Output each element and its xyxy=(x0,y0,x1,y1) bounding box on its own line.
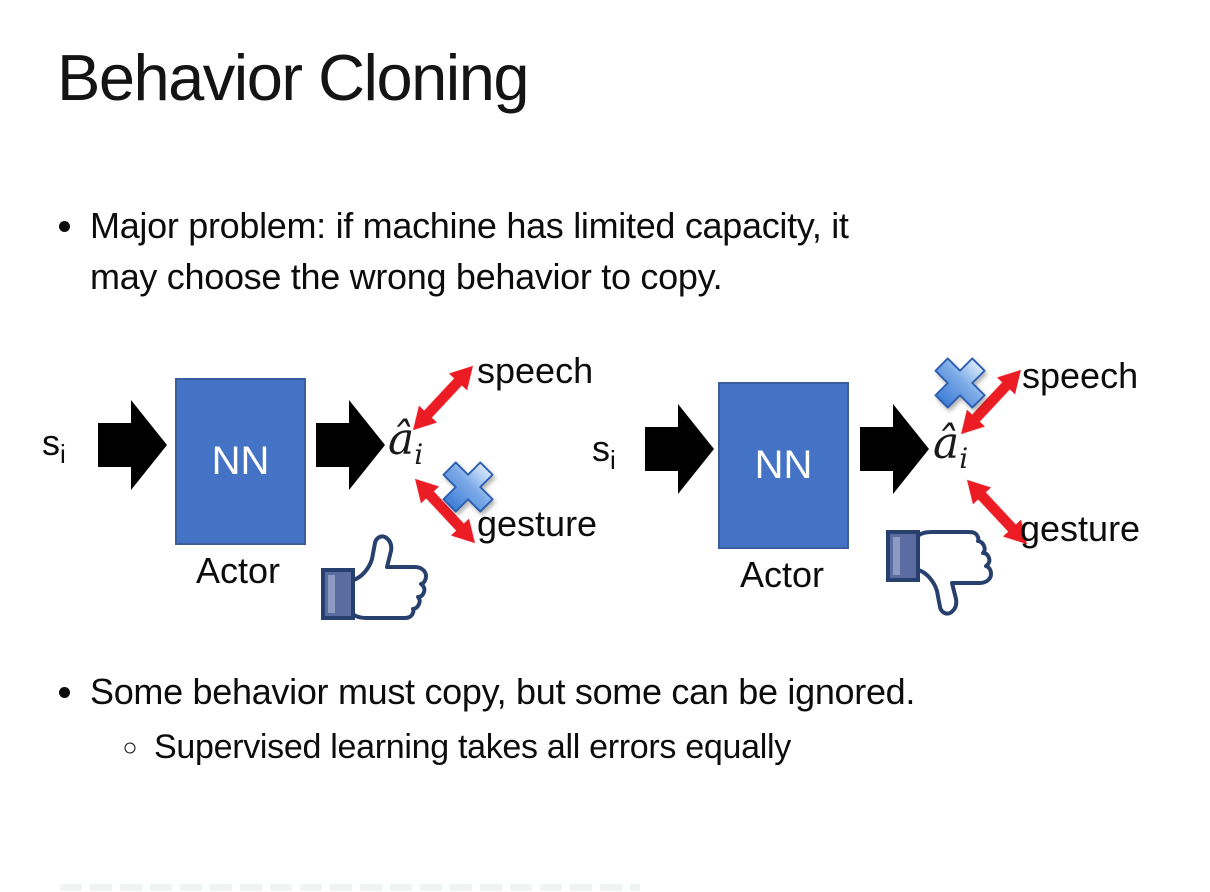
problem-line-1: Major problem: if machine has limited ca… xyxy=(90,205,849,246)
gesture-arrow-icon xyxy=(966,479,1028,545)
predicted-action-label: âi xyxy=(388,414,424,471)
nn-label: NN xyxy=(754,443,813,487)
state-input-label: si xyxy=(42,422,66,470)
gesture-label: gesture xyxy=(1020,508,1141,549)
speech-label: speech xyxy=(477,350,594,391)
problem-bullet-list: Major problem: if machine has limited ca… xyxy=(52,200,1198,302)
speech-arrow-icon xyxy=(960,369,1022,435)
problem-line-2: may choose the wrong behavior to copy. xyxy=(90,256,723,298)
thumbs-up-icon xyxy=(321,534,428,620)
nn-box: NN xyxy=(718,382,849,549)
cross-icon xyxy=(934,357,986,409)
conclusion-bullet: Some behavior must copy, but some can be… xyxy=(88,666,1198,771)
speech-label: speech xyxy=(1022,355,1139,396)
input-arrow-icon xyxy=(645,404,714,494)
nn-label: NN xyxy=(211,439,270,483)
behavior-diagram-right: si NN âi speech xyxy=(545,350,1150,650)
slide-title: Behavior Cloning xyxy=(57,41,530,114)
nn-box: NN xyxy=(175,378,306,545)
gesture-label: gesture xyxy=(477,503,598,544)
bottom-artifact xyxy=(60,884,640,891)
conclusion-bullet-list: Some behavior must copy, but some can be… xyxy=(52,666,1198,771)
predicted-action-label: âi xyxy=(933,418,969,475)
actor-label: Actor xyxy=(196,550,281,591)
speech-arrow-icon xyxy=(412,365,474,431)
input-arrow-icon xyxy=(98,400,167,490)
problem-bullet: Major problem: if machine has limited ca… xyxy=(88,200,1198,302)
thumbs-down-icon xyxy=(886,530,993,616)
actor-label: Actor xyxy=(740,554,825,595)
conclusion-sub-bullet: Supervised learning takes all errors equ… xyxy=(152,723,1198,771)
output-arrow-icon xyxy=(316,400,385,490)
behavior-diagram-left: si NN âi speech xyxy=(0,350,605,650)
cross-icon xyxy=(442,461,494,513)
output-arrow-icon xyxy=(860,404,929,494)
gesture-arrow-icon xyxy=(414,478,476,544)
state-input-label: si xyxy=(592,428,616,476)
